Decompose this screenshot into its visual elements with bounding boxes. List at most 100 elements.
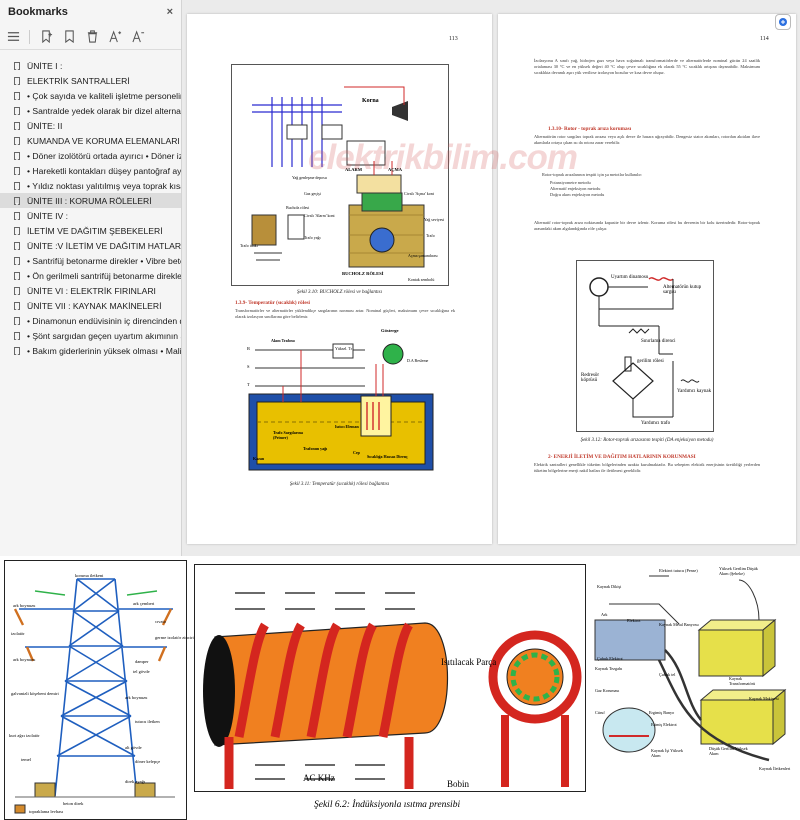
close-icon[interactable]: × — [166, 6, 173, 18]
bookmark-item[interactable]: ELEKTRİK SANTRALLERİ — [0, 73, 181, 88]
bookmark-item[interactable]: • Santrifüj betonarme direkler • Vibre b… — [0, 253, 181, 268]
bookmark-item[interactable]: İLETİM VE DAĞITIM ŞEBEKELERİ — [0, 223, 181, 238]
welding-label: Gaz Koruması — [595, 688, 620, 693]
bookmark-item-icon — [14, 106, 20, 115]
heading-rotor-toprak: 1.3.10- Rotor - toprak arıza koruması — [548, 126, 632, 132]
tower-label: tel gövde — [133, 669, 150, 674]
label-redresor: Redresör köprüsü — [581, 373, 600, 383]
bookmark-item-icon — [14, 136, 20, 145]
label-yardimci-kaynak: Yardımcı kaynak — [677, 389, 712, 394]
welding-label: Kaynak Metal Banyosu — [659, 622, 699, 627]
pdf-viewer: Bookmarks × ÜNİTE I :ELEKTRİK — [0, 0, 800, 556]
welding-label: Çubuk Elektrot — [597, 656, 623, 661]
label-da-besleme: D.A Besleme — [407, 358, 429, 363]
label-yag-genlesme: Yağ genleşme deposu — [292, 175, 327, 180]
bookmark-label: • Santralde yedek olarak bir dizel alter… — [27, 105, 181, 116]
tower-label: izolatör — [11, 631, 25, 636]
induction-frame: Isıtılacak Parça Bobin AC KHz — [194, 564, 586, 792]
tower-label: germe izolatör zinciri — [155, 635, 194, 640]
bookmark-item[interactable]: • Yıldız noktası yalıtılmış veya toprak … — [0, 178, 181, 193]
bookmark-item[interactable]: KUMANDA VE KORUMA ELEMANLARI — [0, 133, 181, 148]
delete-icon[interactable] — [85, 30, 99, 44]
temperatur-diagram — [248, 343, 434, 471]
pdf-page-113: 113 Korn — [187, 14, 492, 544]
label-yag-seviyesi: Yağ seviyesi — [424, 217, 445, 222]
label-kontak-sembolu: Kontak sembolü — [408, 277, 435, 282]
bookmark-item[interactable]: • Döner izolötörü ortada ayırıcı • Döner… — [0, 148, 181, 163]
tower-label: alt gövde — [125, 745, 142, 750]
bookmark-item-icon — [14, 181, 20, 190]
bookmark-item[interactable]: • Şönt sargıdan geçen uyartım akımının a… — [0, 328, 181, 343]
bookmark-item[interactable]: • Dinamonun endüvisinin iç direncinden d… — [0, 313, 181, 328]
bookmark-item[interactable]: • Hareketli kontakları düşey pantoğraf a… — [0, 163, 181, 178]
bookmark-item[interactable]: ÜNİTE VII : KAYNAK MAKİNELERİ — [0, 298, 181, 313]
bucholz-diagram — [251, 86, 425, 268]
label-trafo-tank: Trafo tankı — [240, 243, 258, 248]
tower-label: galvanizli köşebent demiri — [11, 691, 59, 696]
bookmark-item-icon — [14, 256, 20, 265]
paragraph-temperatur: Transformatörler ve alternatörler yüklen… — [235, 308, 455, 319]
bookmark-item[interactable]: • Santralde yedek olarak bir dizel alter… — [0, 103, 181, 118]
font-increase-icon[interactable] — [108, 30, 122, 44]
welding-label: Elektrot tutucu (Pense) — [659, 568, 698, 573]
bookmark-item[interactable]: ÜNİTE VI : ELEKTRİK FIRINLARI — [0, 283, 181, 298]
menu-icon[interactable] — [6, 30, 20, 44]
heading-temperatur-rolesi: 1.3.9- Temperatür (sıcaklık) rölesi — [235, 300, 310, 306]
bookmark-add-icon[interactable] — [39, 30, 53, 44]
bookmark-item[interactable]: • Ön gerilmeli santrifüj betonarme direk… — [0, 268, 181, 283]
bookmark-label: ÜNİTE: II — [27, 120, 63, 131]
welding-label: Kaynak Tezgahı — [595, 666, 623, 671]
font-decrease-icon[interactable] — [131, 30, 145, 44]
bookmark-item[interactable]: ÜNİTE :V İLETİM VE DAĞITIM HATLARI — [0, 238, 181, 253]
bookmark-label: • Santrifüj betonarme direkler • Vibre b… — [27, 255, 181, 266]
bookmarks-panel: Bookmarks × ÜNİTE I :ELEKTRİK — [0, 0, 182, 556]
label-t: T — [247, 382, 250, 387]
welding-label: Kaynak Dikişi — [597, 584, 622, 589]
label-trafo: Trafo — [426, 233, 435, 238]
bookmark-item[interactable]: • Çok sayıda ve kaliteli işletme persone… — [0, 88, 181, 103]
bookmark-item-icon — [14, 271, 20, 280]
label-gerilim-rolesi: gerilim rölesi — [637, 359, 664, 364]
bookmark-item-icon — [14, 241, 20, 250]
bookmark-label: ÜNİTE :V İLETİM VE DAĞITIM HATLARI — [27, 240, 181, 251]
label-bucholz: BUCHOLZ RÖLESİ — [342, 271, 384, 276]
tower-label: damper — [135, 659, 149, 664]
bookmark-label: • Ön gerilmeli santrifüj betonarme direk… — [27, 270, 181, 281]
copilot-icon[interactable] — [775, 14, 791, 30]
bucholz-figure: Korna ALARM AÇMA BUCHOLZ RÖLESİ Trafo ta… — [231, 64, 449, 286]
bookmark-item[interactable]: ÜNİTE: II — [0, 118, 181, 133]
label-yukseltici: Yüksel. Tr — [335, 346, 352, 351]
welding-label: Cüruf — [595, 710, 605, 715]
bookmark-label: • Hareketli kontakları düşey pantoğraf a… — [27, 165, 181, 176]
label-bobin: Bobin — [447, 779, 470, 789]
bookmark-item-icon — [14, 196, 20, 205]
bookmark-item-icon — [14, 76, 20, 85]
page-number: 113 — [449, 36, 458, 42]
label-uyartim: Uyartım dinamosu — [611, 275, 649, 280]
bookmark-item[interactable]: • Bakım giderlerinin yüksek olması • Mal… — [0, 343, 181, 358]
label-cep: Cep — [353, 450, 360, 455]
paragraph-rotor-2: Alternatif rotor-toprak arıza noktasında… — [534, 220, 760, 231]
label-bucholz-rolesi: Bucholz rölesi — [286, 205, 310, 210]
welding-label: Kaynak Transformatörü — [729, 676, 756, 686]
bookmark-item[interactable]: ÜNİTE III : KORUMA RÖLELERİ — [0, 193, 181, 208]
bookmark-label: ÜNİTE III : KORUMA RÖLELERİ — [27, 195, 152, 206]
bookmark-item-icon — [14, 121, 20, 130]
bookmark-label: • Yıldız noktası yalıtılmış veya toprak … — [27, 180, 181, 191]
bookmark-item-icon — [14, 151, 20, 160]
bookmark-item[interactable]: ÜNİTE IV : — [0, 208, 181, 223]
label-civali-alarm: Civalı 'Alarm' kont — [304, 213, 335, 218]
bookmark-label: ÜNİTE VII : KAYNAK MAKİNELERİ — [27, 300, 162, 311]
bookmark-item-icon — [14, 316, 20, 325]
label-acma-samandirasi: Açma şamandırası — [408, 253, 438, 258]
label-alternator-kutup: Alternatörün kutup sargısı — [663, 285, 702, 295]
tower-label: ark boynuzu — [13, 657, 36, 662]
bookmark-icon[interactable] — [62, 30, 76, 44]
welding-label: Erimiş Elektrot — [651, 722, 677, 727]
label-trafo-sargi: Trafo Sargılarına (Primer) — [273, 430, 303, 440]
label-akim-trafosu: Akım Trafosu — [271, 338, 295, 343]
bookmark-item[interactable]: ÜNİTE I : — [0, 58, 181, 73]
bookmark-item-icon — [14, 226, 20, 235]
welding-label: Yüksek Gerilim Düşük Akım (Şebeke) — [719, 566, 758, 576]
